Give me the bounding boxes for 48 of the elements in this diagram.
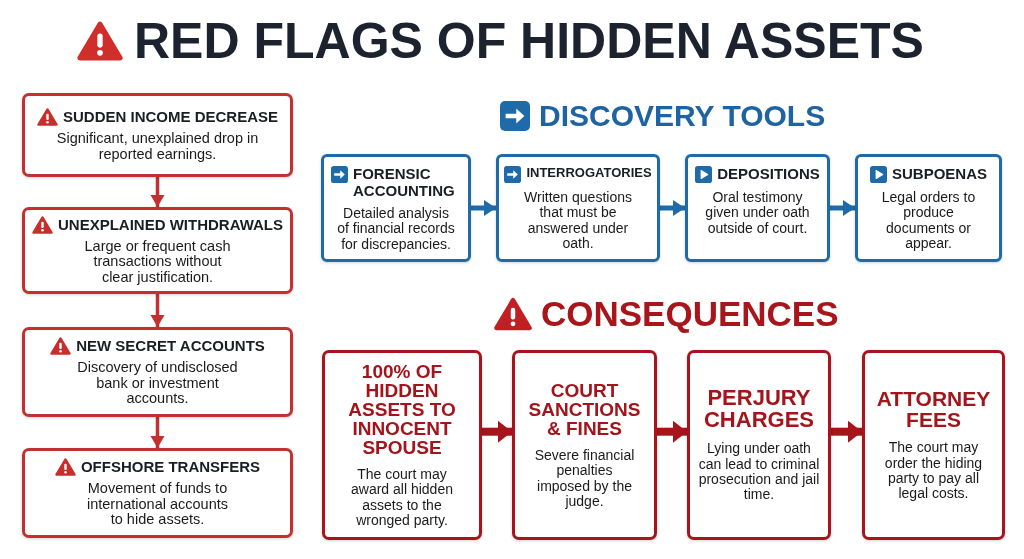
arrow	[150, 294, 165, 327]
arrow	[830, 200, 855, 216]
consequence-card	[862, 350, 1005, 540]
tool-description: Detailed analysis of financial records for discrepancies.	[336, 206, 456, 253]
arrow	[471, 200, 496, 216]
tool-heading: DEPOSITIONS	[717, 166, 820, 183]
consequence-heading: COURT SANCTIONS & FINES	[527, 380, 642, 438]
consequence-heading: ATTORNEY FEES	[875, 388, 992, 431]
warning-sign-card	[22, 327, 293, 417]
section-heading: DISCOVERY TOOLS	[539, 99, 826, 132]
tool-heading: FORENSIC ACCOUNTING	[353, 166, 456, 199]
arrow	[657, 420, 687, 443]
discovery-tool-card	[855, 154, 1002, 262]
discovery-tool-card	[321, 154, 471, 262]
warning-sign-card	[22, 448, 293, 538]
diagram-title: RED FLAGS OF HIDDEN ASSETS	[134, 12, 924, 70]
warning-description: Significant, unexplained drop in reported earnings.	[55, 130, 260, 163]
warning-heading: OFFSHORE TRANSFERS	[80, 458, 261, 476]
section-heading: CONSEQUENCES	[541, 295, 839, 334]
consequence-description: The court may award all hidden assets to the wronged party.	[350, 466, 454, 529]
arrow	[150, 177, 165, 207]
consequence-card	[512, 350, 657, 540]
warning-description: Discovery of undisclosed bank or investment accounts.	[76, 360, 239, 407]
warning-heading: UNEXPLAINED WITHDRAWALS	[58, 215, 283, 233]
consequence-heading: 100% OF HIDDEN ASSETS TO INNOCENT SPOUSE	[347, 361, 457, 457]
tool-description: Legal orders to produce documents or appear.	[880, 190, 977, 252]
tool-description: Written questions that must be answered under oath.	[523, 190, 633, 252]
tool-heading: INTERROGATORIES	[526, 166, 652, 181]
warning-heading: NEW SECRET ACCOUNTS	[76, 337, 265, 355]
consequence-description: Lying under oath can lead to criminal prosecution and jail time.	[698, 441, 820, 503]
tool-description: Oral testimony given under oath outside of court.	[704, 190, 811, 237]
warning-sign-card	[22, 207, 293, 294]
warning-description: Large or frequent cash transactions without clear justification.	[83, 238, 232, 286]
consequence-card	[322, 350, 482, 540]
consequence-description: The court may order the hiding party to pay all legal costs.	[883, 440, 984, 502]
warning-sign-card	[22, 93, 293, 177]
arrow	[150, 417, 165, 448]
warning-description: Movement of funds to international accounts to hide assets.	[85, 481, 230, 528]
discovery-tool-card	[685, 154, 830, 262]
consequence-description: Severe financial penalties imposed by the judge.	[533, 447, 636, 510]
warning-heading: SUDDEN INCOME DECREASE	[63, 107, 278, 126]
arrow	[482, 420, 512, 443]
arrow	[660, 200, 685, 216]
discovery-tool-card	[496, 154, 660, 262]
tool-heading: SUBPOENAS	[892, 166, 987, 183]
arrow	[831, 420, 862, 443]
consequence-heading: PERJURY CHARGES	[703, 387, 815, 432]
consequence-card	[687, 350, 831, 540]
